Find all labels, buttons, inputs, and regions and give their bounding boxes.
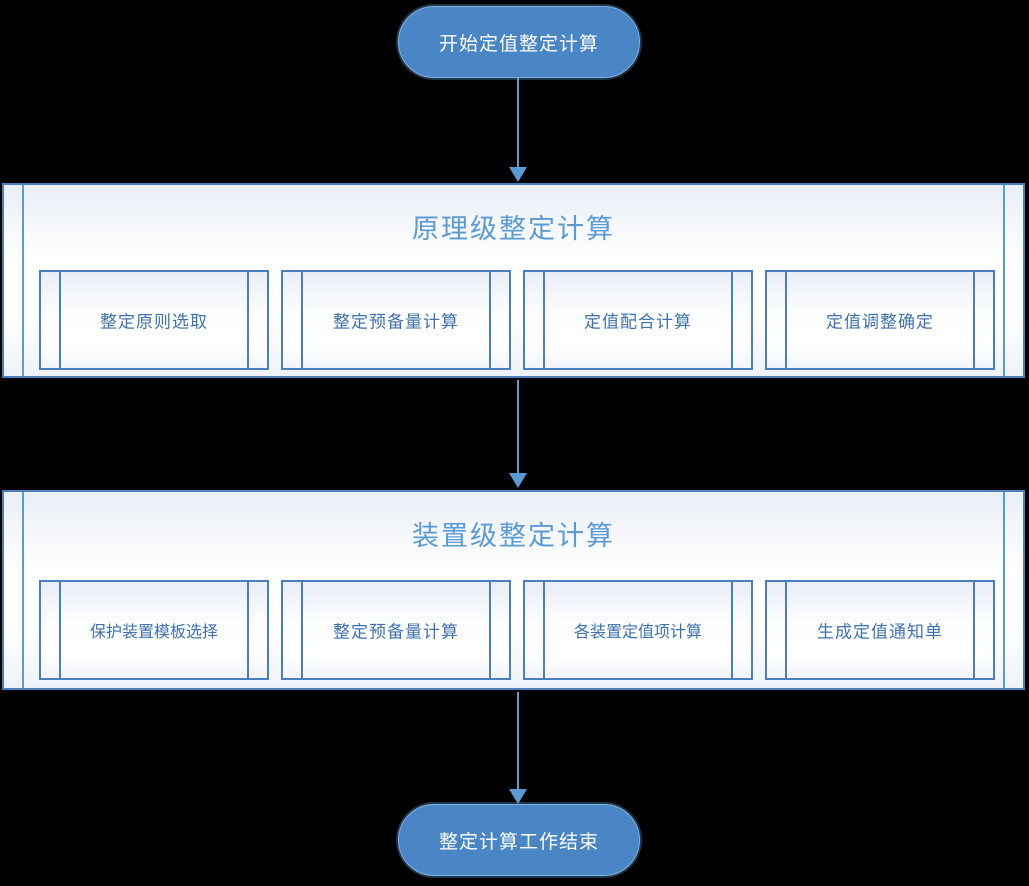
item-left-bar: [59, 582, 61, 678]
connector-shaft: [517, 78, 519, 168]
item-right-bar: [247, 582, 249, 678]
item-right-bar: [247, 272, 249, 368]
group-principle-level[interactable]: 原理级整定计算 整定原则选取 整定预备量计算 定值配合计算 定值调整确定: [2, 183, 1025, 378]
connector-shaft: [517, 380, 519, 474]
step-principle-2[interactable]: 整定预备量计算: [281, 270, 511, 370]
step-device-1[interactable]: 保护装置模板选择: [39, 580, 269, 680]
step-principle-1[interactable]: 整定原则选取: [39, 270, 269, 370]
step-device-4-label: 生成定值通知单: [817, 622, 943, 642]
start-node[interactable]: 开始定值整定计算: [398, 6, 640, 78]
step-device-4[interactable]: 生成定值通知单: [765, 580, 995, 680]
step-device-3-label: 各装置定值项计算: [573, 624, 702, 641]
step-principle-3[interactable]: 定值配合计算: [523, 270, 753, 370]
item-left-bar: [785, 272, 787, 368]
item-left-bar: [59, 272, 61, 368]
item-left-bar: [785, 582, 787, 678]
step-principle-4[interactable]: 定值调整确定: [765, 270, 995, 370]
arrowhead-icon: [509, 167, 527, 182]
group-device-level[interactable]: 装置级整定计算 保护装置模板选择 整定预备量计算 各装置定值项计算 生成定值通知…: [2, 490, 1025, 690]
item-left-bar: [301, 582, 303, 678]
connector-shaft: [517, 692, 519, 790]
connector-device-to-end: [504, 692, 532, 804]
connector-start-to-principle: [504, 78, 532, 182]
item-left-bar: [301, 272, 303, 368]
step-device-3[interactable]: 各装置定值项计算: [523, 580, 753, 680]
item-right-bar: [973, 272, 975, 368]
step-principle-3-label: 定值配合计算: [584, 312, 692, 332]
item-right-bar: [731, 582, 733, 678]
group-device-level-title: 装置级整定计算: [412, 521, 615, 551]
item-right-bar: [489, 272, 491, 368]
item-left-bar: [543, 272, 545, 368]
step-principle-1-label: 整定原则选取: [100, 312, 208, 332]
item-right-bar: [731, 272, 733, 368]
step-device-1-label: 保护装置模板选择: [89, 624, 218, 641]
step-principle-2-label: 整定预备量计算: [333, 312, 459, 332]
item-left-bar: [543, 582, 545, 678]
end-node[interactable]: 整定计算工作结束: [398, 804, 640, 876]
arrowhead-icon: [509, 789, 527, 804]
arrowhead-icon: [509, 473, 527, 488]
end-node-label: 整定计算工作结束: [438, 831, 599, 853]
step-device-2[interactable]: 整定预备量计算: [281, 580, 511, 680]
item-right-bar: [489, 582, 491, 678]
group-principle-level-title: 原理级整定计算: [412, 214, 615, 244]
connector-principle-to-device: [504, 380, 532, 488]
item-right-bar: [973, 582, 975, 678]
start-node-label: 开始定值整定计算: [438, 33, 599, 55]
step-device-2-label: 整定预备量计算: [333, 622, 459, 642]
step-principle-4-label: 定值调整确定: [826, 312, 934, 332]
